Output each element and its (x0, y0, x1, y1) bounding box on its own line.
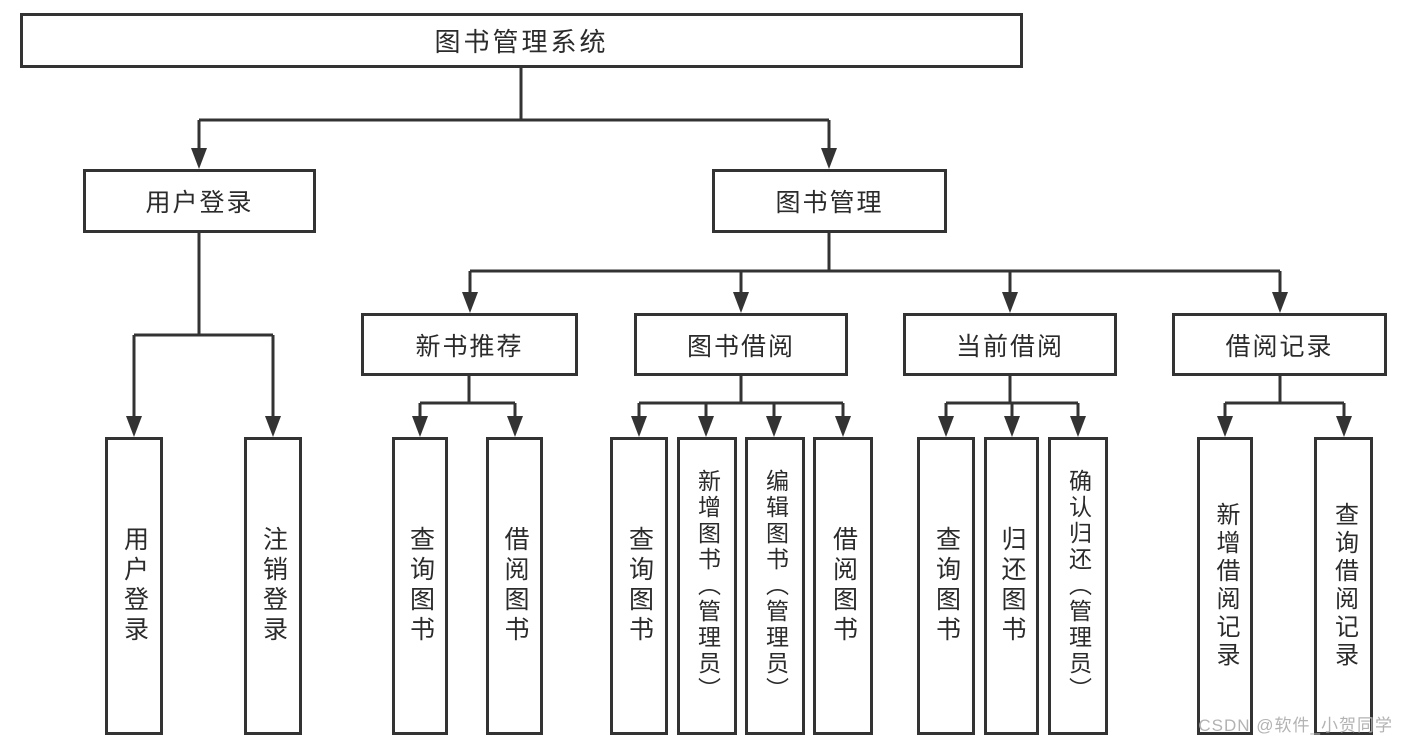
node-book-management: 图书管理 (712, 169, 947, 233)
node-new-book-recommend: 新书推荐 (361, 313, 578, 376)
node-label: 用户登录 (120, 526, 149, 646)
node-borrow-borrow-books: 借阅图书 (813, 437, 873, 735)
node-label: 归还图书 (998, 526, 1026, 646)
node-label: 确认归还（管理员） (1065, 469, 1092, 703)
node-borrow-edit-books-admin: 编辑图书（管理员） (745, 437, 805, 735)
node-recommend-query-books: 查询图书 (392, 437, 448, 735)
node-book-borrow: 图书借阅 (634, 313, 848, 376)
csdn-watermark: CSDN @软件_小贺同学 (1198, 716, 1393, 735)
node-borrow-add-books-admin: 新增图书（管理员） (677, 437, 737, 735)
node-label: 查询图书 (406, 526, 435, 646)
node-label: 借阅图书 (829, 526, 858, 646)
node-borrow-query-books: 查询图书 (610, 437, 668, 735)
node-user-login: 用户登录 (83, 169, 316, 233)
node-label: 编辑图书（管理员） (762, 469, 789, 703)
node-label: 借阅图书 (501, 526, 529, 646)
node-label: 查询图书 (625, 526, 654, 646)
node-label: 新增图书（管理员） (694, 469, 721, 703)
node-records-query-record: 查询借阅记录 (1314, 437, 1373, 735)
node-records-add-record: 新增借阅记录 (1197, 437, 1253, 735)
node-logout-action: 注销登录 (244, 437, 302, 735)
node-label: 查询借阅记录 (1330, 502, 1358, 670)
node-label: 查询图书 (932, 526, 961, 646)
node-current-return-books: 归还图书 (984, 437, 1039, 735)
node-label: 注销登录 (259, 526, 288, 646)
node-user-login-action: 用户登录 (105, 437, 163, 735)
node-label: 新增借阅记录 (1212, 502, 1239, 670)
node-borrow-records: 借阅记录 (1172, 313, 1387, 376)
node-current-confirm-return-admin: 确认归还（管理员） (1048, 437, 1108, 735)
node-current-borrow: 当前借阅 (903, 313, 1117, 376)
node-library-system: 图书管理系统 (20, 13, 1023, 68)
node-current-query-books: 查询图书 (917, 437, 975, 735)
node-recommend-borrow-books: 借阅图书 (486, 437, 543, 735)
